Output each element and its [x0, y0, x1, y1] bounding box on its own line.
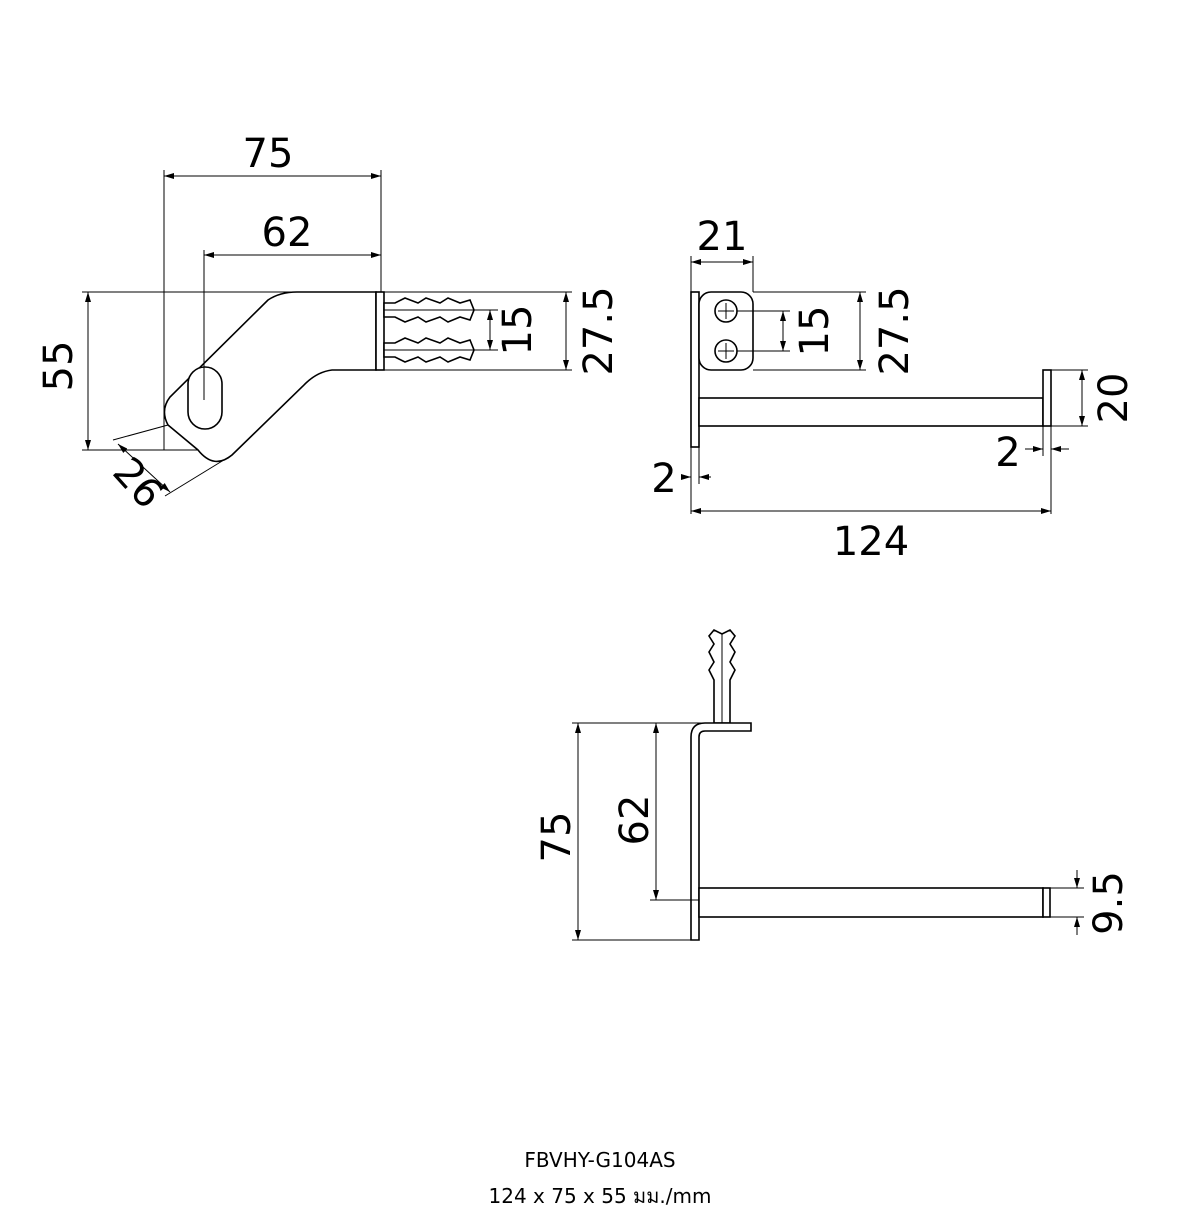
dim-15-right: 15 — [792, 306, 838, 357]
dim-2-plate: 2 — [651, 456, 676, 502]
dim-62-side: 62 — [612, 795, 658, 846]
anchor-top — [383, 297, 475, 323]
screw-top — [714, 299, 738, 323]
dim-26: 26 — [104, 449, 172, 518]
anchor-bottom — [383, 337, 475, 363]
dim-75-top: 75 — [243, 131, 294, 177]
dim-124: 124 — [833, 519, 909, 565]
model-caption: FBVHY-G104AS — [524, 1148, 676, 1172]
view-right: 21 15 27.5 20 2 2 124 — [651, 214, 1137, 565]
dim-9-5: 9.5 — [1086, 871, 1132, 935]
size-caption: 124 x 75 x 55 มม./mm — [488, 1184, 712, 1208]
view-left: 75 62 55 26 15 27.5 — [36, 131, 622, 518]
wall-plate — [690, 291, 700, 448]
end-cap — [1042, 369, 1052, 427]
mount-plate — [375, 291, 385, 371]
slot — [187, 366, 223, 430]
dim-27-5-right: 27.5 — [872, 286, 918, 375]
screw-bottom — [714, 339, 738, 363]
end-side — [1042, 887, 1051, 918]
dim-62-top: 62 — [262, 210, 313, 256]
bar-side — [698, 887, 1044, 918]
view-bottom: 75 62 9.5 — [534, 629, 1132, 941]
dim-75-side: 75 — [534, 812, 580, 863]
dim-21: 21 — [697, 214, 748, 260]
anchor-vertical — [708, 629, 736, 724]
dim-2-end: 2 — [995, 430, 1020, 476]
dim-15-left: 15 — [495, 305, 541, 356]
dim-55: 55 — [36, 341, 82, 392]
bar — [698, 397, 1044, 427]
dim-27-5-left: 27.5 — [576, 286, 622, 375]
dim-20: 20 — [1091, 373, 1137, 424]
l-bracket — [690, 722, 752, 941]
